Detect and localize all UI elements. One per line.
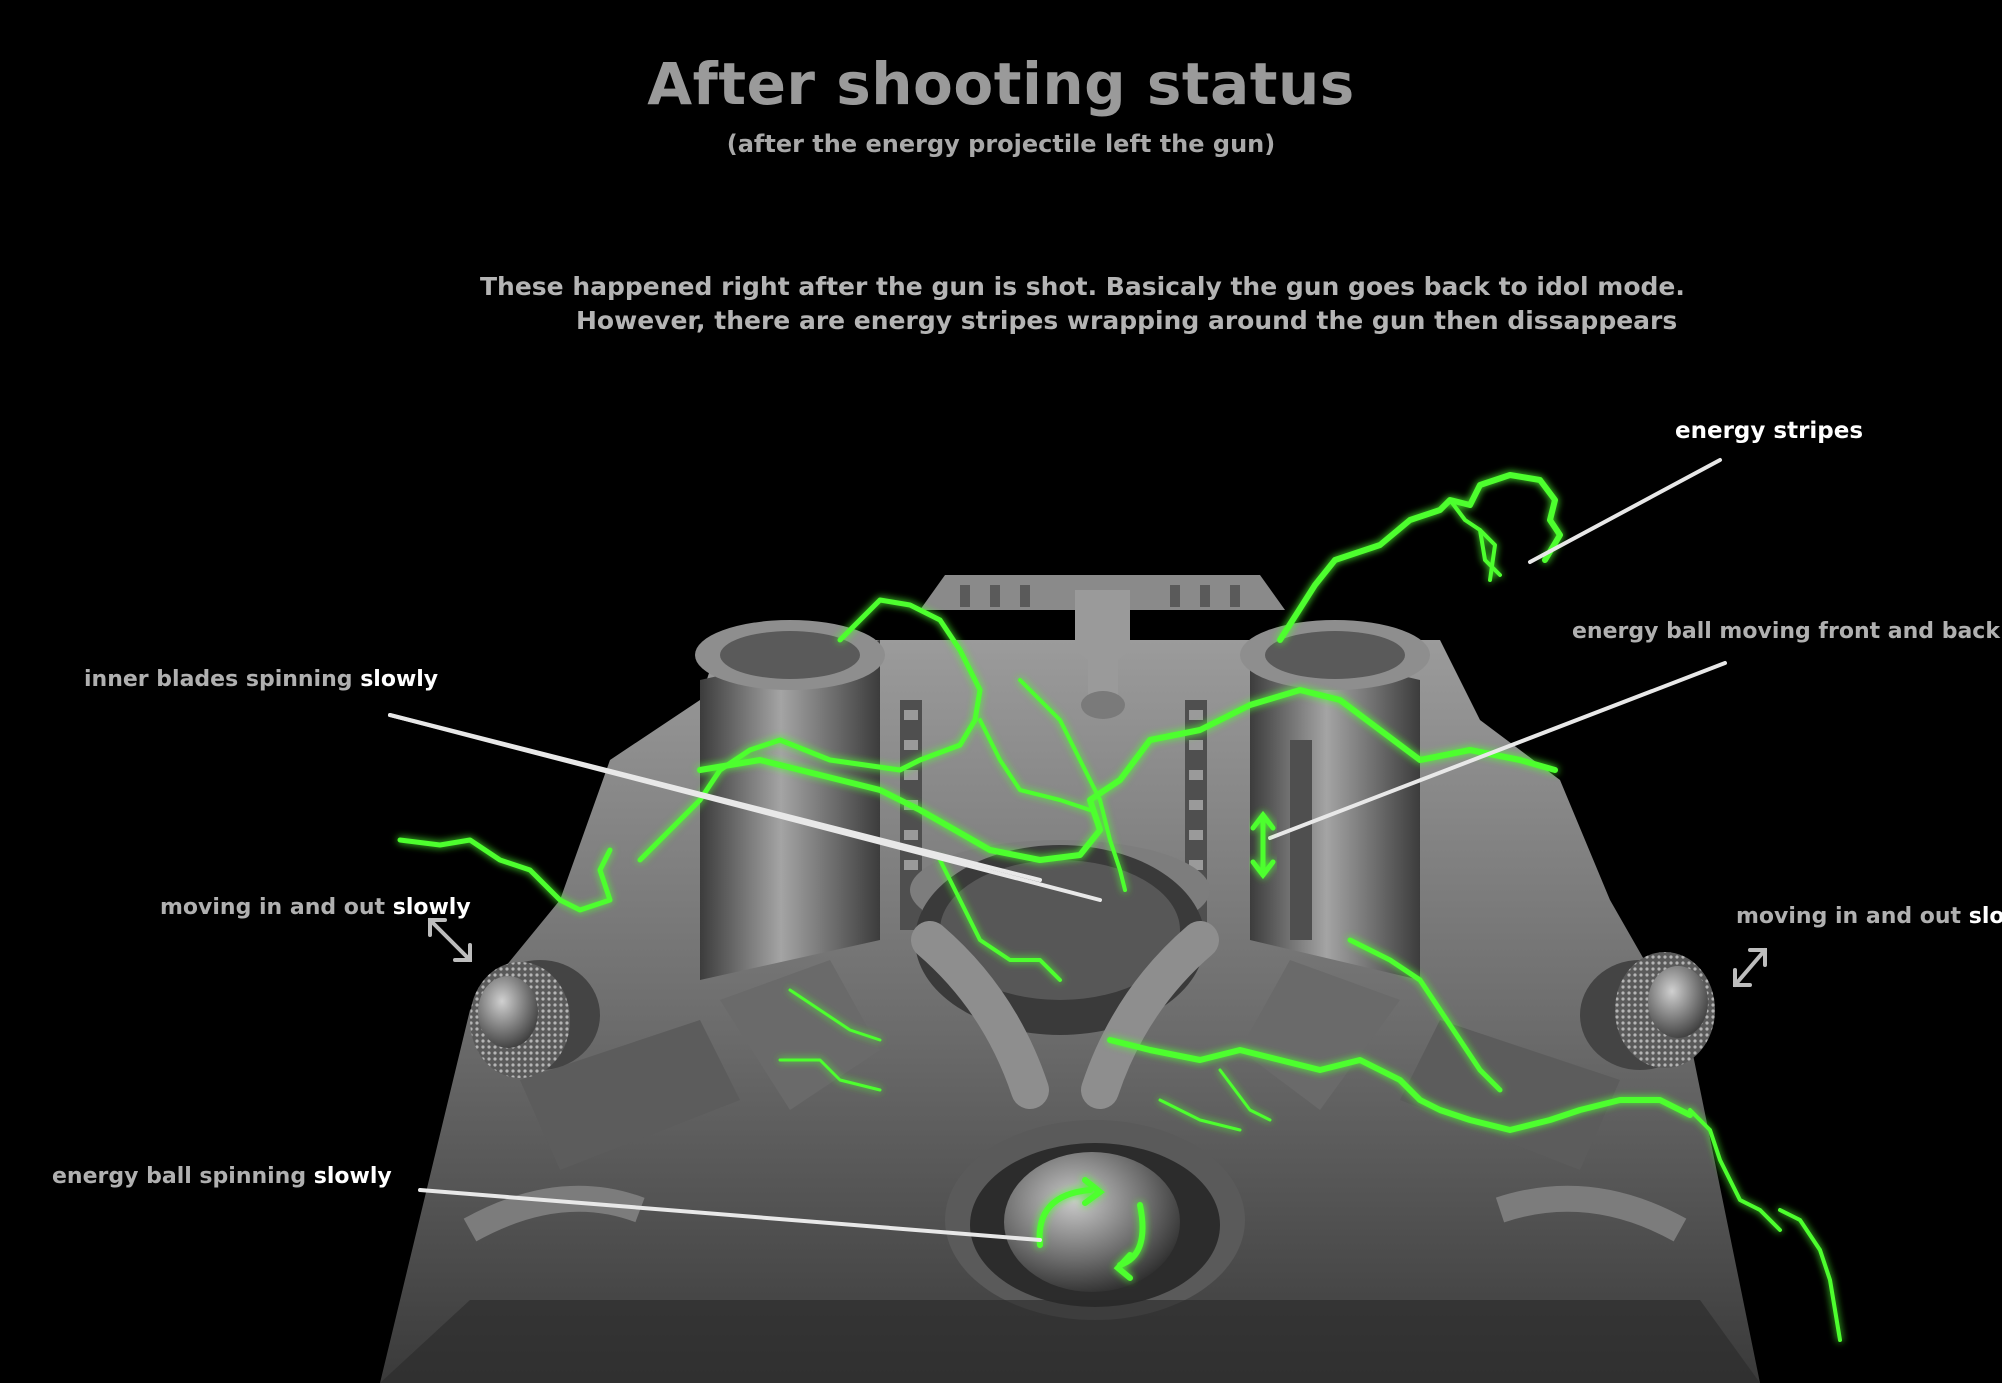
label-energy-ball-moving: energy ball moving front and back slowly	[1572, 619, 2002, 644]
double-arrow-icon	[428, 918, 1767, 987]
label-energy-ball-spinning: energy ball spinning slowly	[52, 1164, 392, 1189]
description-line-2: However, there are energy stripes wrappi…	[576, 306, 1678, 335]
energy-stripes-art	[397, 472, 1842, 1342]
label-energy-ball-spinning-emphasis: slowly	[313, 1164, 392, 1189]
label-moving-left-emphasis: slowly	[392, 895, 471, 920]
page-subtitle: (after the energy projectile left the gu…	[726, 130, 1276, 158]
label-moving-right-text: moving in and out	[1736, 904, 1962, 929]
page-title: After shooting status	[647, 50, 1355, 118]
description-line-1: These happened right after the gun is sh…	[480, 272, 1685, 301]
label-moving-right: moving in and out slowly	[1736, 904, 2002, 929]
label-energy-ball-moving-text: energy ball moving front and back	[1572, 619, 2000, 644]
rotate-arrows-icon	[1036, 1177, 1146, 1281]
label-inner-blades-text: inner blades spinning	[84, 667, 353, 692]
label-moving-left-text: moving in and out	[160, 895, 386, 920]
label-energy-ball-spinning-text: energy ball spinning	[52, 1164, 307, 1189]
left-knob	[470, 960, 600, 1078]
label-inner-blades-emphasis: slowly	[360, 667, 439, 692]
energy-ball-housing	[945, 1120, 1245, 1320]
vertical-double-arrow-icon	[1250, 810, 1276, 880]
right-knob	[1580, 952, 1715, 1070]
label-energy-stripes: energy stripes	[1675, 418, 1864, 444]
leader-lines	[388, 458, 1727, 1242]
label-moving-left: moving in and out slowly	[160, 895, 471, 920]
label-inner-blades: inner blades spinning slowly	[84, 667, 438, 692]
gun-body	[380, 575, 1760, 1383]
label-moving-right-emphasis: slowly	[1968, 904, 2002, 929]
